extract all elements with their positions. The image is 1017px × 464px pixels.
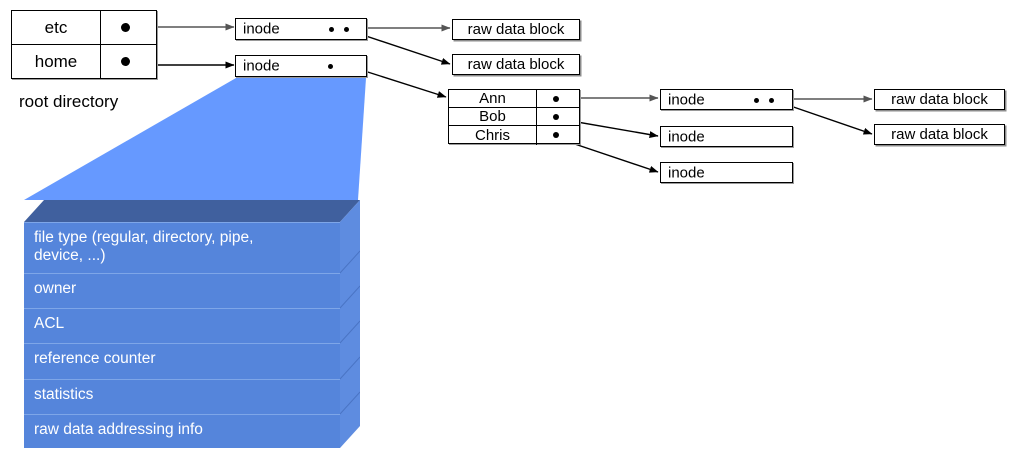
table-row[interactable]: home [12,45,156,79]
pointer-dot-icon [553,114,559,120]
inode-field-statistics: statistics [24,379,340,414]
inode-label: inode [668,128,705,145]
inode-field-acl: ACL [24,308,340,343]
raw-data-block[interactable]: raw data block [452,19,580,40]
home-entry-pointer-cell [537,90,579,107]
inode-box-bob[interactable]: inode [660,126,793,147]
home-entry-name: Chris [449,126,537,145]
root-entry-name: etc [12,11,101,44]
root-entry-name: home [12,45,101,79]
root-entry-pointer-cell [101,11,156,44]
root-directory-table: etc home [11,10,157,79]
inode-field-reference-counter: reference counter [24,343,340,379]
pointer-dot-icon [329,27,334,32]
inode-box-etc[interactable]: inode [235,18,367,40]
pointer-dot-icon [121,23,130,32]
inode-field-owner: owner [24,273,340,308]
raw-data-block[interactable]: raw data block [874,124,1005,145]
home-entry-pointer-cell [537,108,579,125]
table-row[interactable]: Bob [449,108,579,126]
pointer-dot-icon [754,98,759,103]
home-entry-name: Bob [449,108,537,125]
inode-field-label: file type (regular, directory, pipe, dev… [34,229,254,264]
root-entry-pointer-cell [101,45,156,79]
home-entry-pointer-cell [537,126,579,145]
pointer-dot-icon [121,57,130,66]
raw-data-block[interactable]: raw data block [452,54,580,75]
inode-detail-stack: file type (regular, directory, pipe, dev… [24,200,360,448]
pointer-dot-icon [344,27,349,32]
pointer-dot-icon [553,96,559,102]
inode-field-label: reference counter [34,350,156,367]
inode-field-label: statistics [34,386,94,403]
raw-data-block[interactable]: raw data block [874,89,1005,110]
inode-label: inode [668,91,705,108]
home-entry-name: Ann [449,90,537,107]
inode-field-label: owner [34,280,77,297]
pointer-dot-icon [328,64,333,69]
inode-box-home[interactable]: inode [235,55,367,77]
inode-field-file-type: file type (regular, directory, pipe, dev… [24,222,340,273]
pointer-dot-icon [553,132,559,138]
pointer-dot-icon [769,98,774,103]
inode-field-raw-data-addressing: raw data addressing info [24,414,340,448]
inode-label: inode [243,57,280,75]
inode-label: inode [668,164,705,181]
stack-top-face [24,200,360,222]
inode-field-label: ACL [34,315,65,332]
table-row[interactable]: Ann [449,90,579,108]
table-row[interactable]: Chris [449,126,579,145]
table-row[interactable]: etc [12,11,156,45]
stack-right-side [340,200,360,448]
inode-label: inode [243,20,280,38]
inode-box-chris[interactable]: inode [660,162,793,183]
inode-field-label: raw data addressing info [34,421,203,438]
root-directory-caption: root directory [19,92,119,111]
home-directory-table: Ann Bob Chris [448,89,580,145]
inode-box-ann[interactable]: inode [660,89,793,110]
